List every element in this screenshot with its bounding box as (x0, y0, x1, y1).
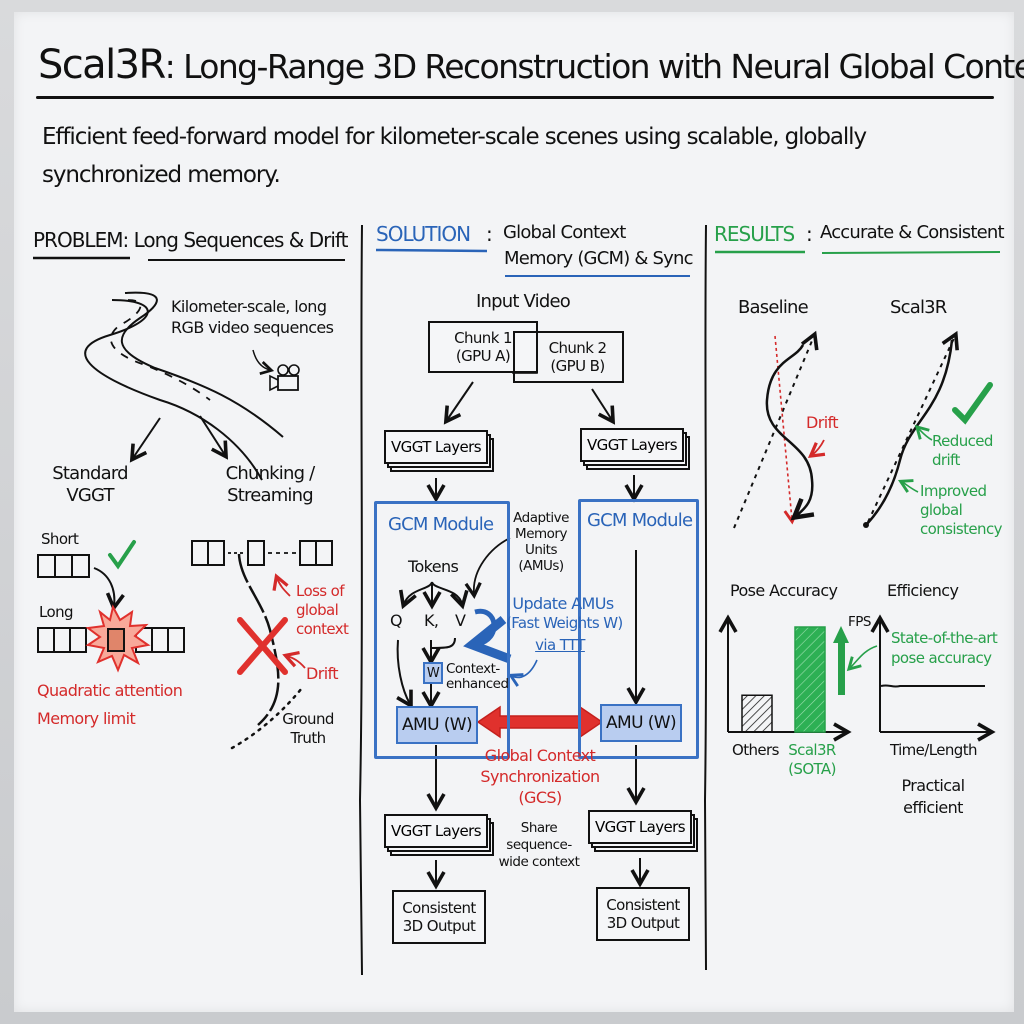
time-length-axis-label: Time/Length (890, 741, 978, 759)
quadratic-attention-note: Quadratic attention (37, 681, 183, 700)
efficiency-title: Efficiency (887, 581, 959, 600)
gcs-line-1: Global Context (484, 746, 596, 765)
loss-of-context-note: Loss of global context (296, 582, 349, 638)
output-right: Consistent 3D Output (596, 887, 690, 941)
q-label: Q (390, 611, 403, 630)
chunk-1-box: Chunk 1 (GPU A) (428, 321, 538, 373)
chunk-1-label: Chunk 1 (454, 329, 512, 347)
problem-title: Long Sequences & Drift (133, 228, 349, 252)
update-amus-line-1: Update AMUs (512, 594, 614, 613)
title-name: Scal3R (38, 42, 166, 88)
amu-left: AMU (W) (396, 706, 478, 744)
subtitle: Efficient feed-forward model for kilomet… (42, 124, 867, 188)
reduced-drift-note: Reduced drift (932, 432, 993, 469)
amu-right: AMU (W) (600, 704, 682, 742)
v-label: V (455, 611, 466, 630)
memory-limit-note: Memory limit (37, 709, 136, 728)
k-label: K, (424, 611, 439, 630)
update-amus-line-2: (Fast Weights W) (506, 614, 623, 632)
results-heading: Accurate & Consistent (820, 222, 1005, 243)
input-video-label: Input Video (476, 291, 571, 312)
solution-heading-1: Global Context (503, 222, 626, 243)
chunk-2-gpu: (GPU B) (550, 357, 605, 375)
page-title: Scal3R: Long-Range 3D Reconstruction wit… (38, 42, 1024, 88)
solution-heading-2: Memory (GCM) & Sync (504, 248, 693, 269)
ground-truth-label: Ground Truth (282, 710, 334, 747)
chunk-2-box: Chunk 2 (GPU B) (513, 331, 624, 383)
short-label: Short (41, 530, 79, 548)
output-right-line-2: 3D Output (606, 914, 680, 932)
solution-label: SOLUTION (376, 222, 471, 246)
input-caption: Kilometer-scale, long RGB video sequence… (171, 297, 334, 337)
title-rest: : Long-Range 3D Reconstruction with Neur… (164, 47, 1024, 86)
results-label: RESULTS (714, 222, 795, 246)
gcs-line-3: (GCS) (518, 788, 562, 807)
gcm-module-right-label: GCM Module (587, 510, 693, 531)
bar-label-scal3r: Scal3R (SOTA) (788, 741, 836, 778)
improved-consistency-note: Improved global consistency (920, 482, 1002, 538)
long-label: Long (39, 603, 74, 621)
tokens-label: Tokens (408, 557, 459, 576)
sota-note: State-of-the-art pose accuracy (891, 629, 998, 667)
chunk-2-label: Chunk 2 (548, 339, 607, 357)
gcm-module-right (578, 499, 699, 759)
gcm-module-left-label: GCM Module (388, 514, 494, 535)
output-left-line-2: 3D Output (402, 917, 476, 935)
context-enhanced-note: Context-enhanced (446, 661, 509, 692)
amus-note: Adaptive Memory Units (AMUs) (513, 510, 569, 574)
title-underline (36, 96, 994, 99)
gcm-module-left (374, 501, 510, 759)
baseline-drift-note: Drift (806, 413, 839, 432)
output-left-line-1: Consistent (402, 899, 476, 917)
w-box: W (423, 662, 443, 684)
chunk-1-gpu: (GPU A) (455, 347, 511, 365)
share-context-note: Share sequence-wide context (498, 820, 580, 870)
problem-label: PROBLEM (33, 228, 123, 252)
standard-vggt-label: Standard VGGT (52, 463, 128, 506)
problem-heading: PROBLEM: Long Sequences & Drift (33, 228, 349, 252)
fps-axis-label: FPS (848, 614, 871, 630)
vggt-layers-label: VGGT Layers (588, 810, 692, 844)
practical-efficient-note: Practical efficient (901, 776, 966, 817)
output-left: Consistent 3D Output (392, 890, 486, 944)
vggt-layers-label: VGGT Layers (384, 430, 488, 464)
pose-accuracy-title: Pose Accuracy (730, 581, 838, 600)
drift-note: Drift (306, 664, 339, 683)
update-amus-line-3: via TTT (535, 636, 585, 654)
bar-label-others: Others (732, 741, 779, 759)
vggt-layers-label: VGGT Layers (384, 814, 488, 848)
scal3r-label: Scal3R (890, 297, 947, 318)
output-right-line-1: Consistent (606, 896, 680, 914)
vggt-layers-label: VGGT Layers (580, 428, 684, 462)
whiteboard (14, 12, 1014, 1012)
chunking-label: Chunking / Streaming (225, 463, 316, 506)
baseline-label: Baseline (738, 297, 809, 318)
gcs-line-2: Synchronization (480, 767, 600, 786)
